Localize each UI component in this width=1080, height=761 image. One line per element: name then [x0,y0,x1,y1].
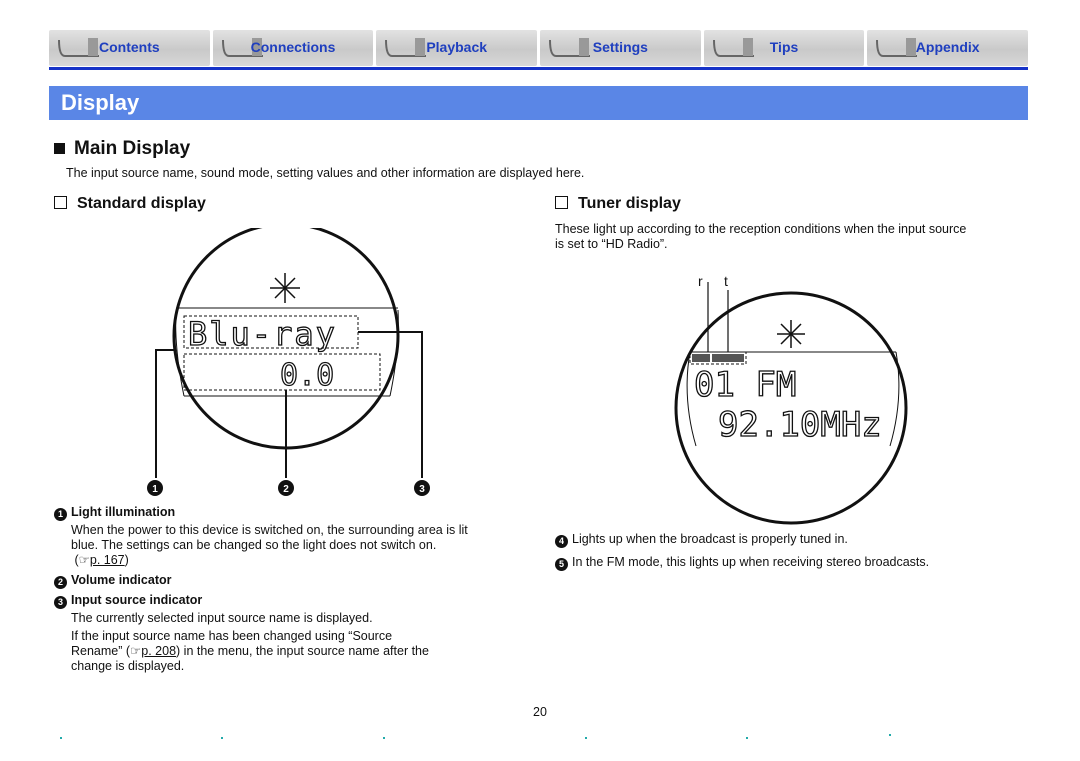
input-source-text: Blu-ray [188,315,337,353]
number-badge: 3 [54,596,67,609]
display-lens [674,291,908,525]
book-icon [221,38,263,57]
callout-line-3 [358,331,423,478]
volume-text: 0.0 [280,358,334,393]
svg-text:2: 2 [283,484,289,495]
number-badge: 4 [555,535,568,548]
tab-connections[interactable]: Connections [212,30,374,66]
footer-dot [746,737,748,739]
light-illumination-icon [777,320,805,348]
light-illumination-icon [270,273,300,303]
tab-label: Contents [99,39,160,55]
square-bullet-icon [54,143,65,154]
main-display-intro: The input source name, sound mode, setti… [66,166,585,180]
page-title: Display [61,90,140,115]
stereo-indicator [712,354,744,362]
light-illumination-desc: When the power to this device is switche… [71,523,468,567]
reference-icon: ☞ [78,553,90,567]
tab-appendix[interactable]: Appendix [867,30,1029,66]
callout-1: 1 [147,480,163,496]
callout-2: 2 [278,480,294,496]
footer-dot [585,737,587,739]
svg-text:1: 1 [152,484,158,495]
page-number: 20 [533,705,547,719]
nav-tabs: Contents Connections Playback Settings T… [49,30,1029,66]
number-badge: 2 [54,576,67,589]
ref-link-p167[interactable]: p. 167 [89,553,125,567]
label-t: t [724,273,728,289]
ref-link-p208[interactable]: p. 208 [141,644,177,658]
number-badge: 5 [555,558,568,571]
reference-icon: ☞ [130,644,142,658]
frequency-text: 92.10MHz [718,405,882,445]
label-r: r [698,273,703,289]
title-bar: Display [49,86,1028,120]
callout-3: 3 [414,480,430,496]
footer-dot [221,737,223,739]
standard-display-diagram: Blu-ray 0.0 1 2 3 [147,228,430,496]
book-icon [58,38,99,57]
tab-label: Connections [250,39,336,55]
footer-dot [889,734,891,736]
tuner-intro: These light up according to the receptio… [555,222,967,251]
main-display-heading: Main Display [54,138,190,160]
tab-divider [49,67,1028,70]
callout-line-1 [155,349,176,478]
preset-band-text: 01 FM [694,365,796,405]
number-badge: 1 [54,508,67,521]
book-icon [712,38,754,57]
checkbox-bullet-icon [555,196,568,209]
tuner-display-diagram: r t 01 FM 92.10MHz [674,273,908,525]
book-icon [549,38,591,57]
tab-settings[interactable]: Settings [540,30,701,66]
svg-text:3: 3 [419,484,425,495]
tab-label: Tips [769,39,799,55]
tab-tips[interactable]: Tips [703,30,865,66]
tab-label: Playback [426,39,488,55]
footer-dot [60,737,62,739]
book-icon [385,38,427,57]
volume-box [183,353,381,391]
tab-label: Settings [592,39,648,55]
tab-contents[interactable]: Contents [49,30,210,66]
tuner-display-heading: Tuner display [555,195,681,213]
standard-display-heading: Standard display [54,195,206,213]
book-icon [876,38,918,57]
tab-playback[interactable]: Playback [376,30,538,66]
input-source-desc: The currently selected input source name… [71,611,429,673]
footer-dot [383,737,385,739]
tuned-indicator [692,354,710,362]
tab-label: Appendix [915,39,980,55]
checkbox-bullet-icon [54,196,67,209]
